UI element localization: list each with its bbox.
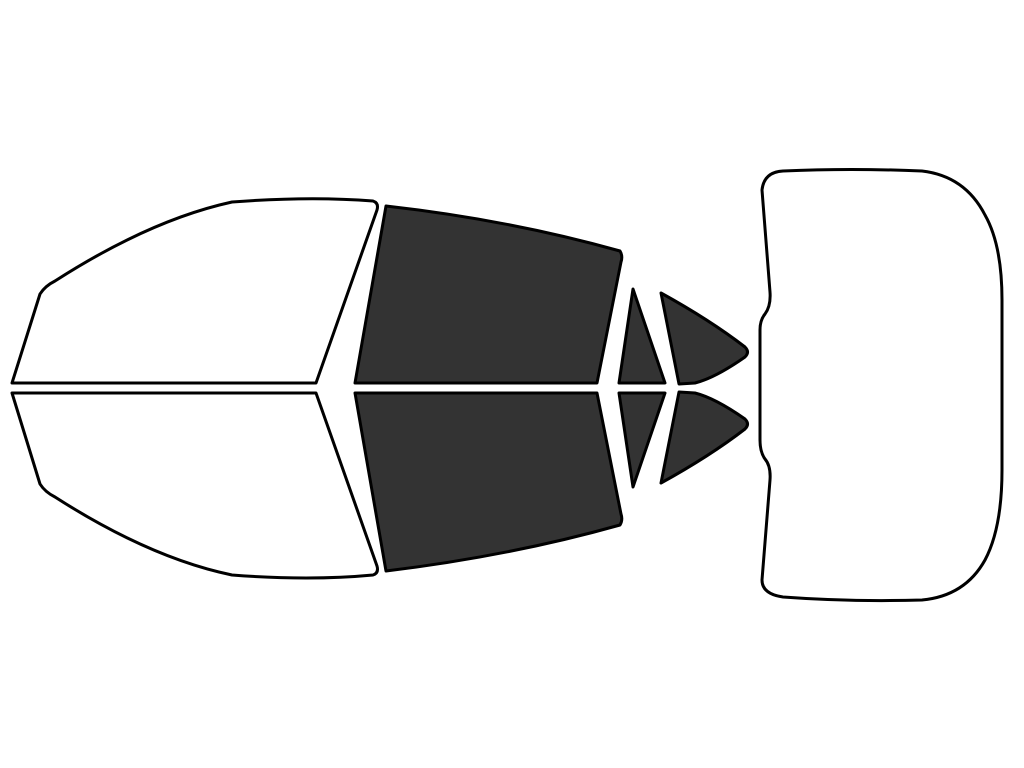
quarter-window-bottom (659, 390, 749, 485)
rear-door-window-top (353, 204, 624, 385)
front-door-window-top (10, 197, 379, 385)
rear-door-window-bottom (353, 391, 624, 573)
front-door-window-bottom (10, 391, 379, 580)
quarter-window-top (659, 291, 749, 386)
rear-vent-window-bottom (617, 391, 667, 489)
rear-windshield (758, 168, 1004, 603)
rear-vent-window-top (617, 287, 667, 385)
